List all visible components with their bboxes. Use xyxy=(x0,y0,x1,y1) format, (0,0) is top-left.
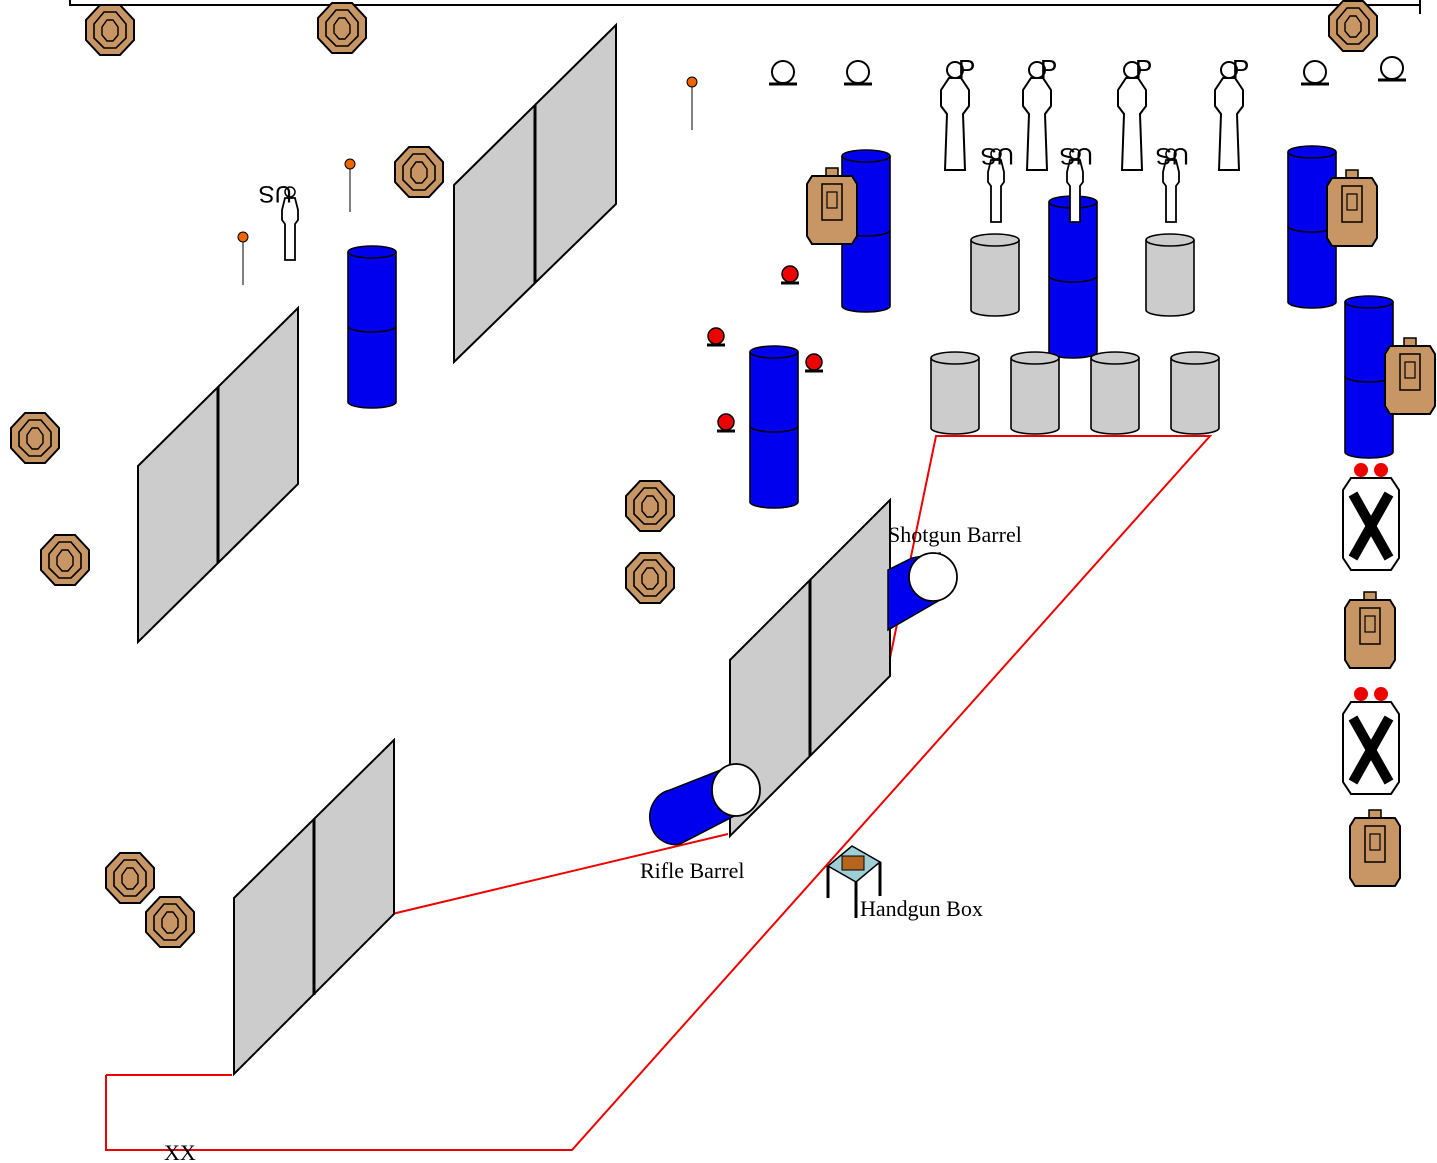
drum xyxy=(1145,233,1195,317)
drum xyxy=(1010,351,1060,435)
octagon-target xyxy=(317,2,367,54)
wall-lower-left xyxy=(233,737,395,1077)
drum xyxy=(970,233,1020,317)
svg-text:US: US xyxy=(259,180,292,207)
octagon-target xyxy=(85,4,135,56)
rifle-barrel xyxy=(649,762,761,846)
shotgun-barrel-label: Shotgun Barrel xyxy=(888,522,1022,547)
svg-text:P: P xyxy=(1232,54,1249,84)
blue-barrel-left xyxy=(347,245,397,409)
rifle-barrel-label: Rifle Barrel xyxy=(640,858,744,883)
octagon-target xyxy=(145,896,195,948)
pin-target xyxy=(686,76,698,131)
wall-upper-center xyxy=(453,22,617,365)
wall-upper-left xyxy=(137,305,299,645)
steel-plate xyxy=(1376,55,1408,82)
shotgun-barrel xyxy=(887,552,958,632)
x-no-shoot-target xyxy=(1343,463,1399,570)
svg-text:P: P xyxy=(1135,54,1152,84)
torso-target xyxy=(806,167,858,245)
drum xyxy=(1090,351,1140,435)
drum xyxy=(930,351,980,435)
handgun-box-label: Handgun Box xyxy=(860,896,983,921)
svg-text:US: US xyxy=(981,142,1014,169)
steel-plate xyxy=(842,59,874,86)
popper-target: P xyxy=(940,54,975,171)
red-steel-plate xyxy=(803,352,825,373)
torso-target xyxy=(1384,337,1436,415)
fault-line xyxy=(105,435,1213,1151)
svg-text:US: US xyxy=(1156,142,1189,169)
svg-text:P: P xyxy=(1040,54,1057,84)
svg-text:US: US xyxy=(1060,142,1093,169)
pin-target xyxy=(237,231,249,286)
red-steel-plate xyxy=(705,326,727,347)
popper-target: P xyxy=(1214,54,1249,171)
no-shoot-figure: US xyxy=(981,142,1014,223)
no-shoot-figure: US xyxy=(1156,142,1189,223)
steel-plate xyxy=(767,59,799,86)
popper-target: P xyxy=(1022,54,1057,171)
start-position-marker: XX xyxy=(164,1140,196,1163)
steel-plate xyxy=(1299,59,1331,86)
blue-barrel-center xyxy=(749,345,799,509)
octagon-target xyxy=(625,552,675,604)
no-shoot-figure: US xyxy=(1060,142,1093,223)
octagon-target xyxy=(625,480,675,532)
octagon-target xyxy=(394,146,444,198)
drum xyxy=(1170,351,1220,435)
torso-target xyxy=(1344,591,1396,669)
red-steel-plate xyxy=(779,264,801,285)
red-steel-plate xyxy=(715,412,737,433)
torso-target xyxy=(1326,169,1378,247)
top-border xyxy=(69,0,1421,14)
octagon-target xyxy=(40,534,90,586)
no-shoot-figure: US xyxy=(259,180,299,261)
handgun-box xyxy=(826,845,882,918)
popper-target: P xyxy=(1117,54,1152,171)
octagon-target xyxy=(1328,0,1378,52)
svg-text:P: P xyxy=(958,54,975,84)
torso-target xyxy=(1349,809,1401,887)
pin-target xyxy=(344,158,356,213)
x-no-shoot-target xyxy=(1343,687,1399,794)
octagon-target xyxy=(105,852,155,904)
octagon-target xyxy=(10,412,60,464)
